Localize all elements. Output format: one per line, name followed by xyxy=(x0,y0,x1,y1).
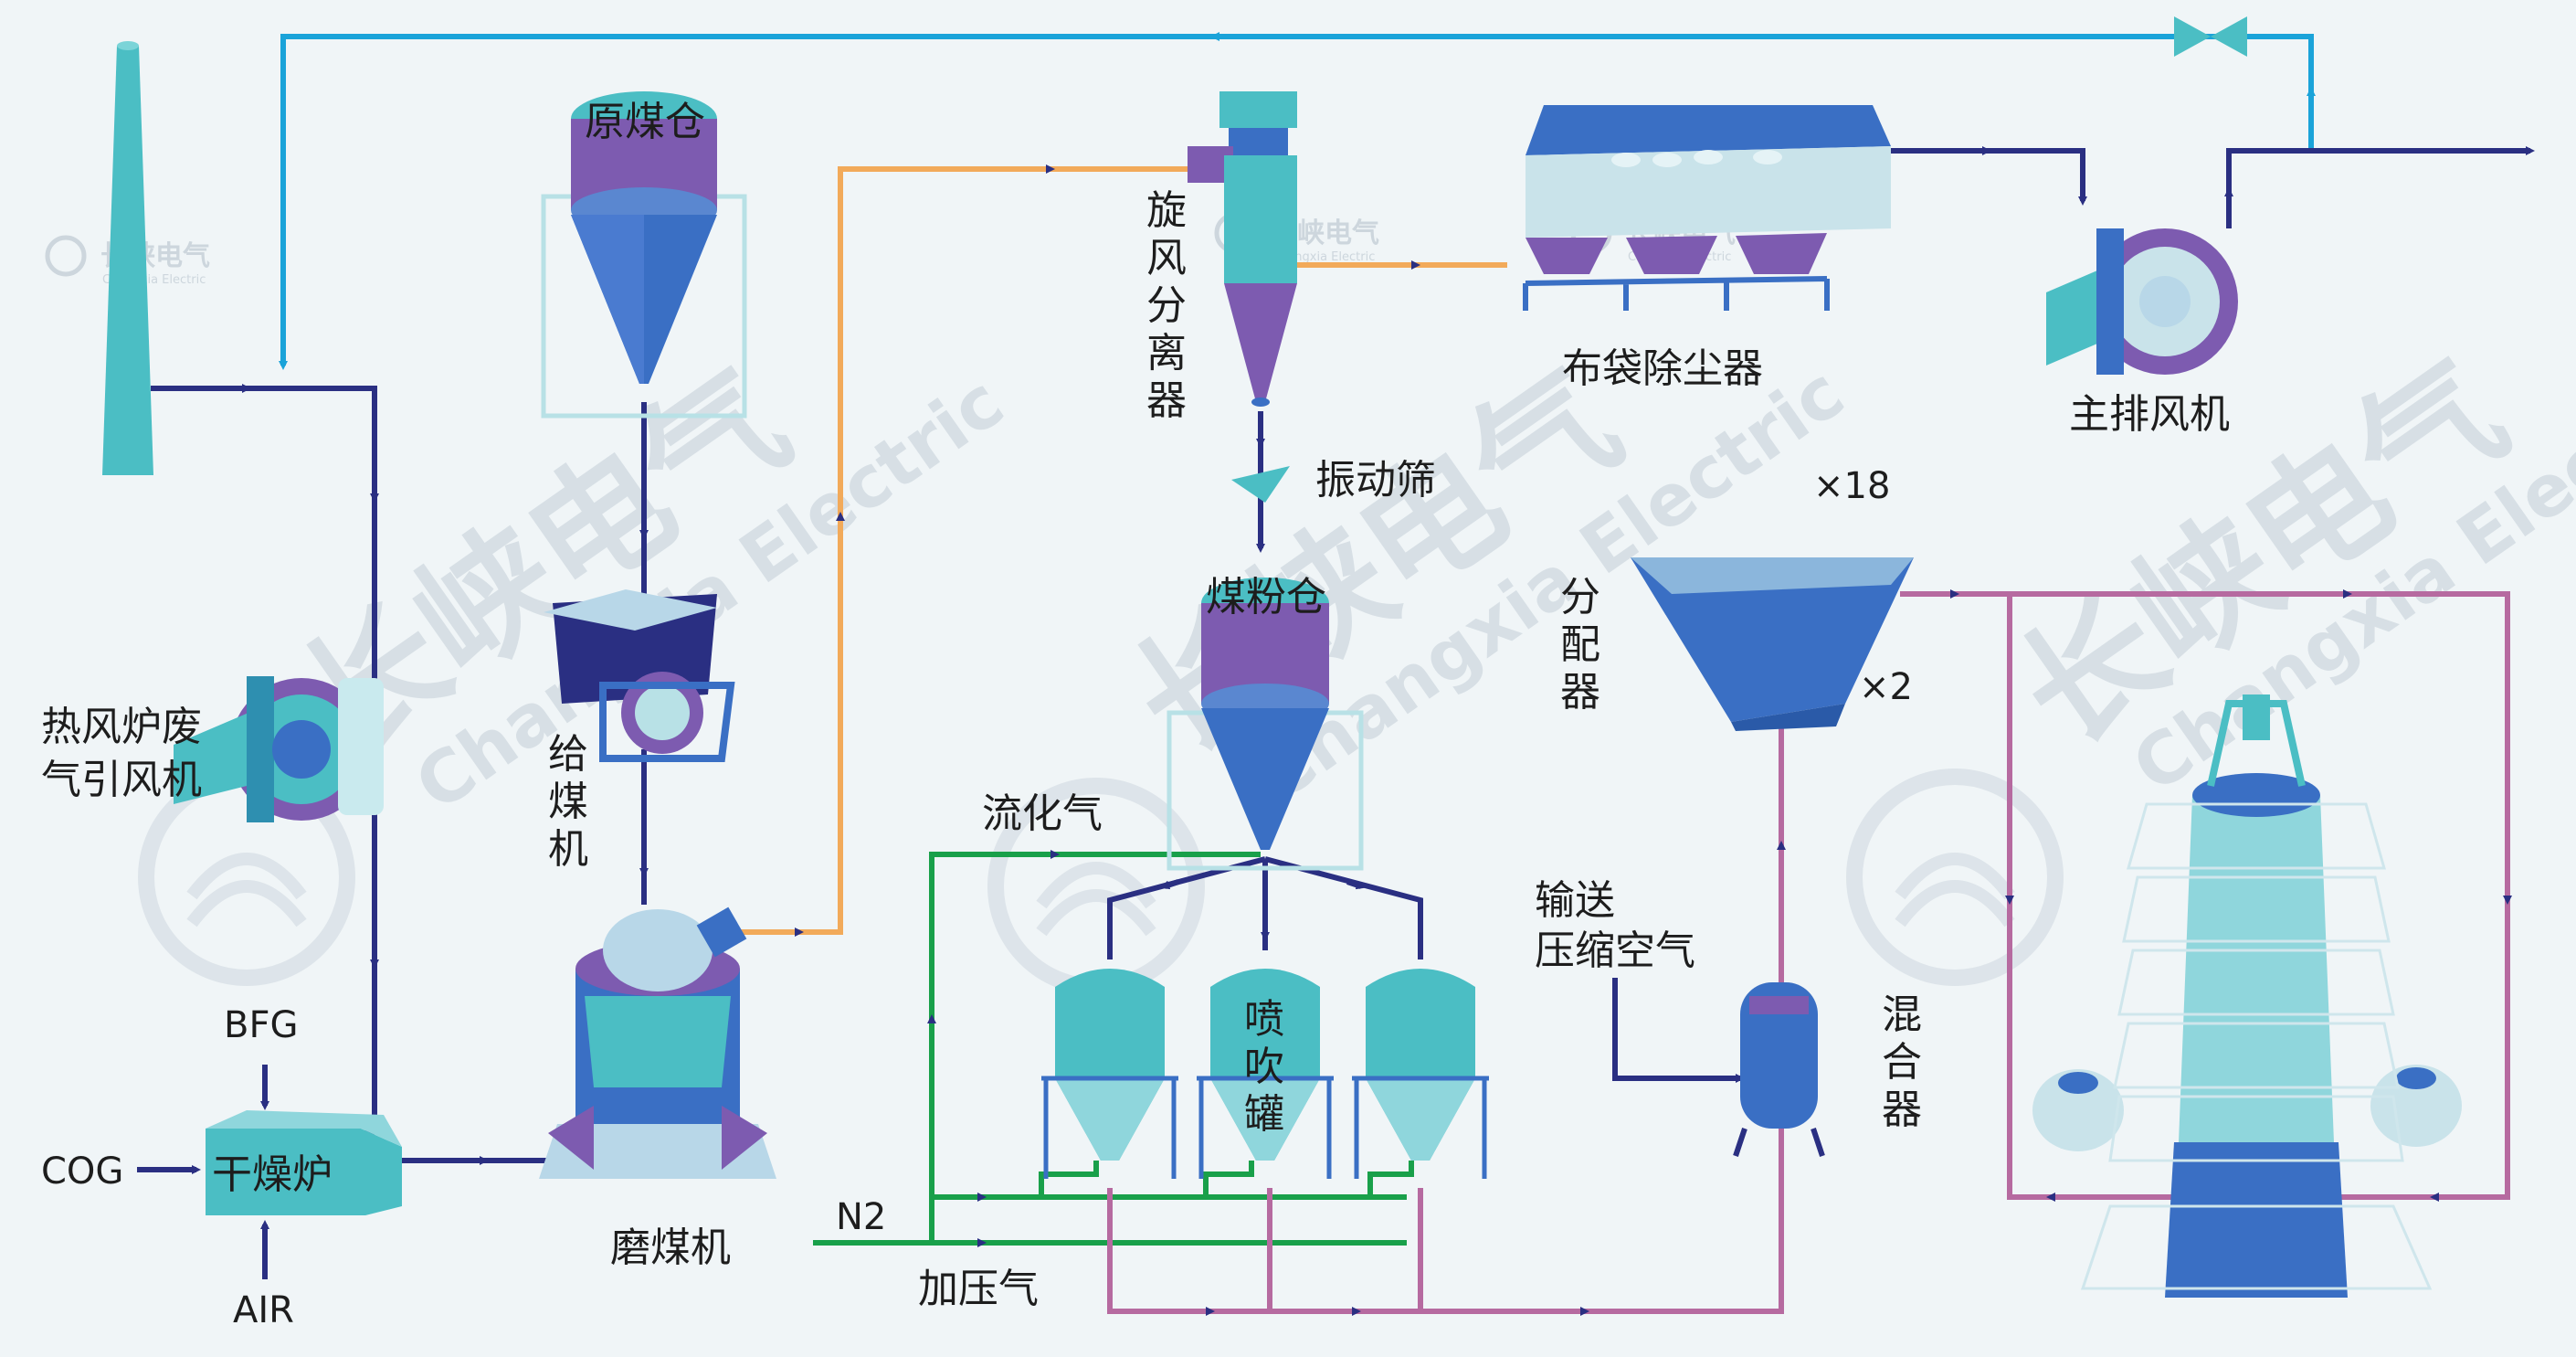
label-transport-air-line2: 压缩空气 xyxy=(1535,928,1695,974)
label-n2: N2 xyxy=(836,1196,886,1238)
blast-furnace xyxy=(2032,694,2462,1298)
cyclone-separator xyxy=(1188,91,1297,407)
label-bfg: BFG xyxy=(224,1004,298,1046)
label-cyclone-separator: 旋 风 分 离 器 xyxy=(1146,187,1187,424)
label-quantity-2: ×2 xyxy=(1859,666,1913,708)
valve-icon xyxy=(2174,16,2247,57)
injection-tank xyxy=(1041,969,1178,1179)
svg-text:旋: 旋 xyxy=(1146,187,1187,234)
svg-text:分: 分 xyxy=(1146,282,1187,329)
hot-air-furnace-fan xyxy=(174,676,384,822)
svg-text:器: 器 xyxy=(1146,377,1187,424)
label-cog: COG xyxy=(41,1150,123,1193)
svg-text:器: 器 xyxy=(1882,1087,1922,1133)
mixer xyxy=(1733,982,1825,1157)
svg-text:器: 器 xyxy=(1560,669,1600,716)
watermark-small: 长峡电气 Changxia Electric xyxy=(1214,212,1379,264)
coal-powder-line xyxy=(731,164,1507,937)
svg-text:机: 机 xyxy=(548,826,588,873)
svg-text:分: 分 xyxy=(1560,574,1600,620)
watermark-logo-circle xyxy=(1846,769,2064,986)
svg-text:风: 风 xyxy=(1146,235,1187,281)
return-air-line xyxy=(279,32,2316,370)
label-main-exhaust-fan: 主排风机 xyxy=(2069,391,2230,438)
svg-text:混: 混 xyxy=(1882,991,1922,1038)
label-vibrating-screen: 振动筛 xyxy=(1315,457,1436,504)
label-pressurizing-gas: 加压气 xyxy=(918,1266,1039,1312)
bag-filter xyxy=(1523,105,1891,311)
label-coal-mill: 磨煤机 xyxy=(610,1224,731,1271)
svg-text:罐: 罐 xyxy=(1244,1091,1284,1138)
label-raw-coal-bin: 原煤仓 xyxy=(585,99,705,145)
coal-mill xyxy=(539,906,776,1179)
injection-tank xyxy=(1197,969,1334,1179)
label-transport-air-line1: 输送 xyxy=(1535,877,1615,924)
label-dryer-furnace: 干燥炉 xyxy=(212,1151,333,1198)
pulverized-coal-bin xyxy=(1167,578,1364,871)
svg-text:Changxia Electric: Changxia Electric xyxy=(1272,250,1375,264)
svg-text:喷: 喷 xyxy=(1244,996,1284,1043)
svg-text:合: 合 xyxy=(1882,1039,1922,1086)
svg-text:配: 配 xyxy=(1560,621,1600,668)
dryer-furnace xyxy=(206,1110,402,1215)
vibrating-screen xyxy=(1231,466,1290,503)
raw-coal-bin xyxy=(541,91,747,419)
svg-text:吹: 吹 xyxy=(1244,1044,1284,1090)
distributor xyxy=(1631,557,1914,731)
label-bag-filter: 布袋除尘器 xyxy=(1562,345,1763,392)
chimney xyxy=(102,41,153,475)
label-quantity-18: ×18 xyxy=(1813,465,1890,507)
svg-text:离: 离 xyxy=(1146,330,1187,376)
label-fluidizing-gas: 流化气 xyxy=(982,790,1103,837)
svg-text:煤: 煤 xyxy=(548,779,588,825)
label-hot-air-fan-line2: 气引风机 xyxy=(41,757,202,803)
label-pulverized-coal-bin: 煤粉仓 xyxy=(1206,574,1326,620)
hot-gas-line xyxy=(137,146,2535,1279)
svg-text:给: 给 xyxy=(548,731,588,778)
label-distributor: 分 配 器 xyxy=(1560,574,1600,716)
label-coal-feeder: 给 煤 机 xyxy=(548,731,588,873)
label-injection-tank: 喷 吹 罐 xyxy=(1244,996,1284,1138)
main-exhaust-fan xyxy=(2046,228,2238,375)
coal-feeder xyxy=(544,589,735,762)
nitrogen-line xyxy=(813,850,1414,1247)
injection-tank xyxy=(1352,969,1489,1179)
label-air: AIR xyxy=(233,1289,294,1331)
label-mixer: 混 合 器 xyxy=(1882,991,1922,1133)
label-hot-air-fan-line1: 热风炉废 xyxy=(41,704,202,750)
